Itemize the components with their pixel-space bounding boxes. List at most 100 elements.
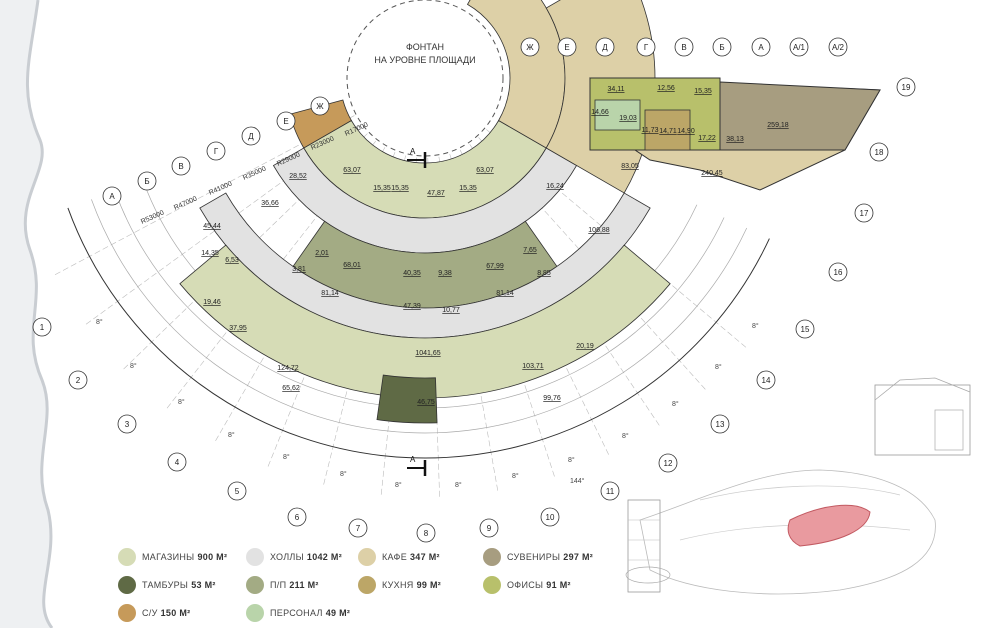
angle-label: 8° [455,481,462,489]
site-location-inset [626,378,970,594]
souvenir-zone [720,82,880,150]
room-area-label: 63,07 [343,167,361,174]
letter-axis-top: А/2 [832,43,845,52]
room-area-label: 68,01 [343,262,361,269]
legend-swatch [358,548,376,566]
legend-swatch [246,576,264,594]
angle-label: 8° [672,400,679,408]
angle-label: 8° [622,432,629,440]
letter-axis-top: Е [564,43,569,52]
number-axis: 9 [487,524,492,533]
room-area-label: 14,90 [677,128,695,135]
letter-axis-left: Е [283,117,288,126]
legend-swatch [246,548,264,566]
legend-swatch [118,576,136,594]
room-area-label: 46,75 [417,399,435,406]
site-highlight [788,505,870,546]
room-area-label: 19,03 [619,115,637,122]
room-area-label: 81,14 [321,290,339,297]
angle-label: 8° [395,481,402,489]
room-area-label: 28,52 [289,173,307,180]
radius-label: R53000 [140,209,165,225]
room-area-label: 106,88 [588,227,610,234]
letter-axis-left: Ж [316,102,324,111]
radius-label: R41000 [208,180,233,196]
room-area-label: 17,22 [698,135,716,142]
room-area-label: 15,35 [391,185,409,192]
paper-edge-decoration [0,0,52,628]
room-area-label: 14,71 [659,128,677,135]
fountain-label-line2: НА УРОВНЕ ПЛОЩАДИ [374,55,475,65]
number-axis: 11 [606,487,615,496]
room-area-label: 15,35 [694,88,712,95]
letter-axis-top: Б [719,43,724,52]
legend-value: 150 М² [161,608,191,618]
number-axis: 3 [125,420,130,429]
room-area-label: 9,38 [438,270,452,277]
letter-axis-left: А [109,192,115,201]
room-area-label: 6,53 [225,257,239,264]
number-axis: 13 [716,420,725,429]
angle-label: 8° [178,398,185,406]
number-axis: 15 [801,325,810,334]
letter-axis-left: Б [144,177,149,186]
legend-swatch [118,548,136,566]
number-axis: 10 [546,513,555,522]
room-area-label: 10,77 [442,307,460,314]
angle-label: 8° [568,456,575,464]
room-area-label: 81,14 [496,290,514,297]
legend-label: ОФИСЫ [507,580,543,590]
number-axis: 7 [356,524,361,533]
room-area-label: 8,85 [537,270,551,277]
room-area-label: 7,65 [523,247,537,254]
legend-label: ТАМБУРЫ [142,580,188,590]
letter-axis-left: В [178,162,183,171]
room-area-label: 20,19 [576,343,594,350]
legend-label: ПЕРСОНАЛ [270,608,323,618]
section-label-top: А [410,147,416,156]
room-area-label: 36,66 [261,200,279,207]
room-area-label: 11,73 [642,127,659,134]
room-area-label: 103,71 [522,363,544,370]
number-axis: 5 [235,487,240,496]
legend-value: 211 М² [289,580,318,590]
radius-label: R47000 [173,195,198,211]
room-area-label: 83,05 [621,163,639,170]
room-area-label: 37,95 [229,325,247,332]
legend-swatch [118,604,136,622]
number-axis: 8 [424,529,429,538]
letter-axis-top: В [681,43,686,52]
room-area-label: 14,35 [201,250,219,257]
legend-label: КАФЕ [382,552,407,562]
letter-axis-top: Ж [526,43,534,52]
angle-label: 8° [283,453,290,461]
legend-label: СУВЕНИРЫ [507,552,560,562]
number-axis: 18 [875,148,884,157]
angle-label: 8° [752,322,759,330]
number-axis: 16 [834,268,843,277]
legend-value: 53 М² [191,580,216,590]
letter-axis-left: Г [214,147,219,156]
legend-value: 91 М² [546,580,571,590]
room-area-label: 124,72 [277,365,299,372]
angle-label: 8° [96,318,103,326]
legend-swatch [483,548,501,566]
legend-label: ХОЛЛЫ [270,552,304,562]
letter-axis-left: Д [248,132,254,141]
legend-value: 1042 М² [307,552,342,562]
number-axis: 19 [902,83,911,92]
room-area-label: 12,56 [657,85,675,92]
room-area-label: 259,18 [767,122,789,129]
room-area-label: 47,39 [403,303,421,310]
legend-label: С/У [142,608,158,618]
legend-value: 99 М² [417,580,442,590]
room-area-label: 63,07 [476,167,494,174]
